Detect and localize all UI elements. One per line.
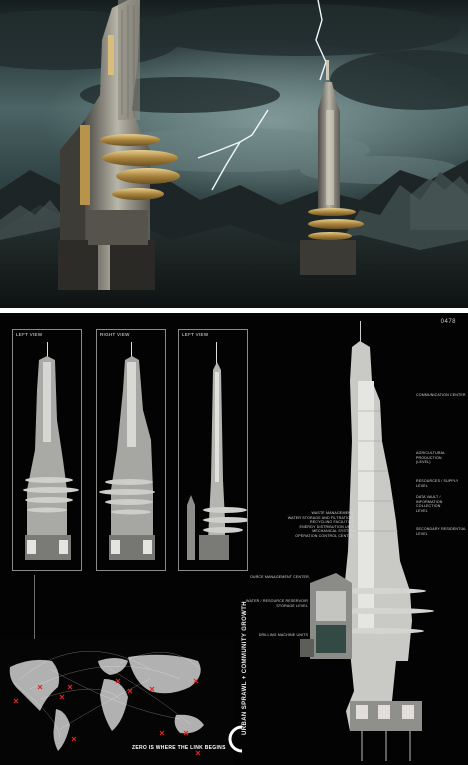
rendering-art [0,0,468,308]
annotation-residential: SECONDARY RESIDENTIAL LEVEL [416,527,467,536]
view-panel-3: LEFT VIEW [178,329,248,571]
annotation-agricultural: AGRICULTURAL PRODUCTION (LEVEL) [416,451,446,465]
presentation-board: 0478 LEFT VIEW RIGHT VIEW LEFT VIEW [0,313,468,765]
view-label: RIGHT VIEW [100,332,130,337]
view-label: LEFT VIEW [182,332,209,337]
annotation-reservoir: WATER / RESOURCE RESERVOIR STORAGE LEVEL [246,599,308,608]
annotation-waste: WASTE MANAGEMENT, WATER STORAGE AND FILT… [287,511,354,538]
elevation-drawing [99,342,155,560]
view-label: LEFT VIEW [16,332,43,337]
elevation-drawing [187,342,247,560]
elevation-drawing [23,342,79,560]
secondary-tower [300,60,364,275]
lightning-bolt-icon [197,0,327,191]
annotation-source-management: OURCE MANAGEMENT CENTER, [249,575,310,579]
network-map-art [0,639,234,765]
connector-line [34,575,35,639]
view-panel-2: RIGHT VIEW [96,329,166,571]
sheet-number: 0478 [440,319,456,325]
main-tower [58,0,180,290]
view-panel-1: LEFT VIEW [12,329,82,571]
c-logo-icon [228,725,243,753]
tower-rendering [0,0,468,308]
board-caption: ZERO IS WHERE THE LINK BEGINS [132,745,226,751]
annotation-resources: RESOURCES / SUPPLY LEVEL [416,479,459,488]
annotation-data-vault: DATA VAULT / INFORMATION COLLECTION LEVE… [416,495,443,513]
annotation-drilling: DRILLING MACHINE UNITS [258,633,308,637]
tower-section-drawing [300,321,434,761]
world-map [0,639,234,765]
marker-group [13,678,201,756]
annotation-communication: COMMUNICATION CENTER [416,393,466,397]
